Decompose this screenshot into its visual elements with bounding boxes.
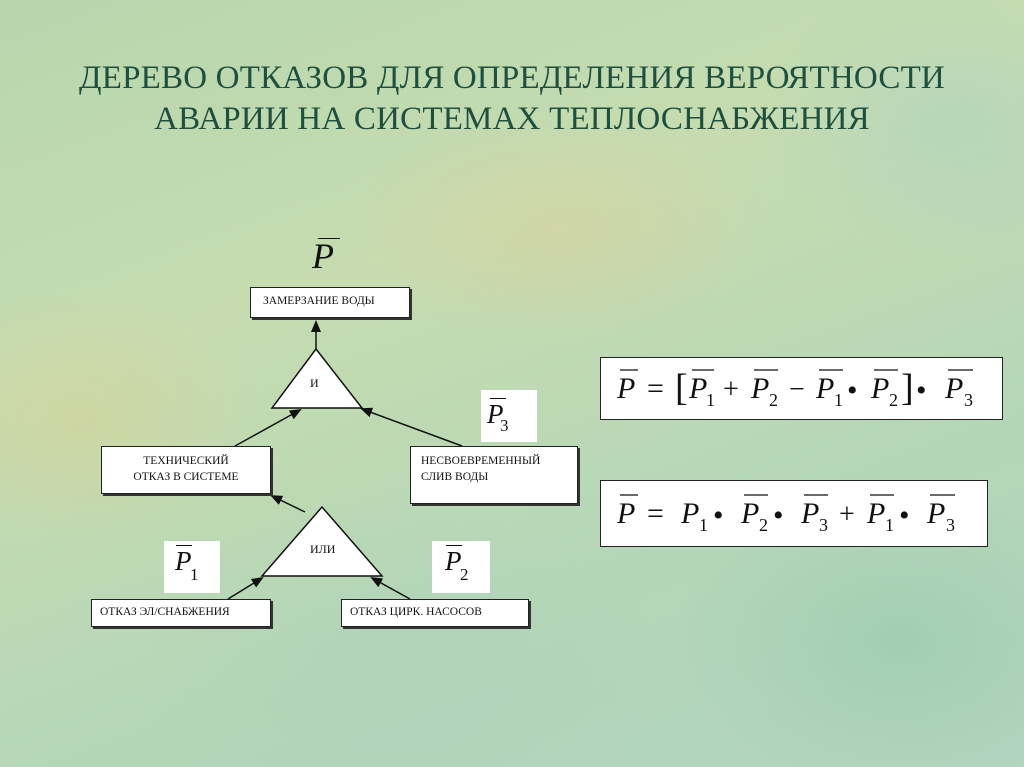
f1-term-3-sub: 1 (834, 390, 843, 410)
f2-term-5-sub: 3 (946, 515, 955, 535)
f1-dot-1: • (847, 374, 858, 407)
top-event-box: ЗАМЕРЗАНИЕ ВОДЫ (250, 287, 410, 318)
title-line-2: АВАРИИ НА СИСТЕМАХ ТЕПЛОСНАБЖЕНИЯ (154, 101, 870, 137)
pump-failure-label: ОТКАЗ ЦИРК. НАСОСОВ (350, 606, 482, 618)
f2-term-2-sub: 2 (759, 515, 768, 535)
f2-term-1-sub: 1 (699, 515, 708, 535)
f1-term-5-sub: 3 (964, 390, 973, 410)
formula-2: P = P 1 • P 2 • P 3 + P 1 • P 3 (616, 494, 955, 535)
top-p-letter: P (312, 236, 334, 276)
arrow-power-to-or (227, 576, 264, 600)
p2-subscript: 2 (460, 565, 469, 584)
p2-letter: P (445, 546, 462, 576)
or-gate-label: ИЛИ (310, 542, 336, 556)
arrow-drain-to-and (360, 407, 463, 447)
f2-term-4: P (866, 497, 885, 530)
f1-term-4-sub: 2 (889, 390, 898, 410)
and-gate-triangle (270, 347, 364, 409)
or-gate-triangle (260, 505, 384, 577)
arrow-or-to-technical (270, 495, 306, 513)
p1-label: P 1 (164, 541, 220, 593)
f1-equals: = (647, 372, 664, 405)
technical-failure-box: ТЕХНИЧЕСКИЙ ОТКАЗ В СИСТЕМЕ (101, 446, 271, 494)
f1-dot-2: • (916, 374, 927, 407)
power-failure-label: ОТКАЗ ЭЛ/СНАБЖЕНИЯ (100, 606, 230, 618)
p1-letter: P (175, 546, 192, 576)
slide-title: ДЕРЕВО ОТКАЗОВ ДЛЯ ОПРЕДЕЛЕНИЯ ВЕРОЯТНОС… (0, 58, 1024, 140)
f2-dot-3: • (899, 499, 910, 532)
top-probability-symbol: P (312, 236, 346, 276)
f1-term-4: P (870, 372, 889, 405)
f2-term-3: P (800, 497, 819, 530)
untimely-drain-label: НЕСВОЕВРЕМЕННЫЙ СЛИВ ВОДЫ (421, 455, 541, 483)
f2-dot-1: • (713, 499, 724, 532)
formula-1: P = [ P 1 + P 2 − P 1 • P 2 ] • P 3 (616, 367, 973, 410)
arrow-technical-to-and (234, 409, 302, 447)
f1-term-2-sub: 2 (769, 390, 778, 410)
f1-term-1: P (688, 372, 707, 405)
power-failure-box: ОТКАЗ ЭЛ/СНАБЖЕНИЯ (91, 599, 271, 627)
p2-label: P 2 (432, 541, 490, 593)
title-line-1: ДЕРЕВО ОТКАЗОВ ДЛЯ ОПРЕДЕЛЕНИЯ ВЕРОЯТНОС… (79, 60, 945, 96)
f1-term-1-sub: 1 (706, 390, 715, 410)
f2-term-2: P (740, 497, 759, 530)
f2-term-5: P (926, 497, 945, 530)
p1-subscript: 1 (190, 565, 199, 584)
f2-plus: + (839, 499, 855, 530)
f1-minus: − (789, 374, 805, 405)
p3-letter: P (487, 399, 504, 429)
f2-dot-2: • (773, 499, 784, 532)
p3-subscript: 3 (500, 416, 509, 435)
f1-open-bracket: [ (675, 367, 688, 409)
f1-term-5: P (944, 372, 963, 405)
technical-failure-label: ТЕХНИЧЕСКИЙ ОТКАЗ В СИСТЕМЕ (133, 455, 239, 483)
untimely-drain-box: НЕСВОЕВРЕМЕННЫЙ СЛИВ ВОДЫ (410, 446, 578, 504)
f1-plus: + (723, 374, 739, 405)
f1-lhs: P (616, 372, 635, 405)
p3-label: P 3 (481, 390, 537, 442)
arrow-pump-to-or (370, 577, 411, 600)
formula-1-box: P = [ P 1 + P 2 − P 1 • P 2 ] • P 3 (600, 357, 1003, 420)
formula-2-box: P = P 1 • P 2 • P 3 + P 1 • P 3 (600, 480, 988, 547)
f1-term-2: P (750, 372, 769, 405)
f2-equals: = (647, 497, 664, 530)
f2-term-1: P (680, 497, 699, 530)
pump-failure-box: ОТКАЗ ЦИРК. НАСОСОВ (341, 599, 529, 627)
and-gate-label: И (310, 376, 319, 390)
f2-lhs: P (616, 497, 635, 530)
top-event-label: ЗАМЕРЗАНИЕ ВОДЫ (263, 295, 375, 307)
f1-term-3: P (815, 372, 834, 405)
f2-term-3-sub: 3 (819, 515, 828, 535)
f2-term-4-sub: 1 (885, 515, 894, 535)
f1-close-bracket: ] (901, 367, 914, 409)
